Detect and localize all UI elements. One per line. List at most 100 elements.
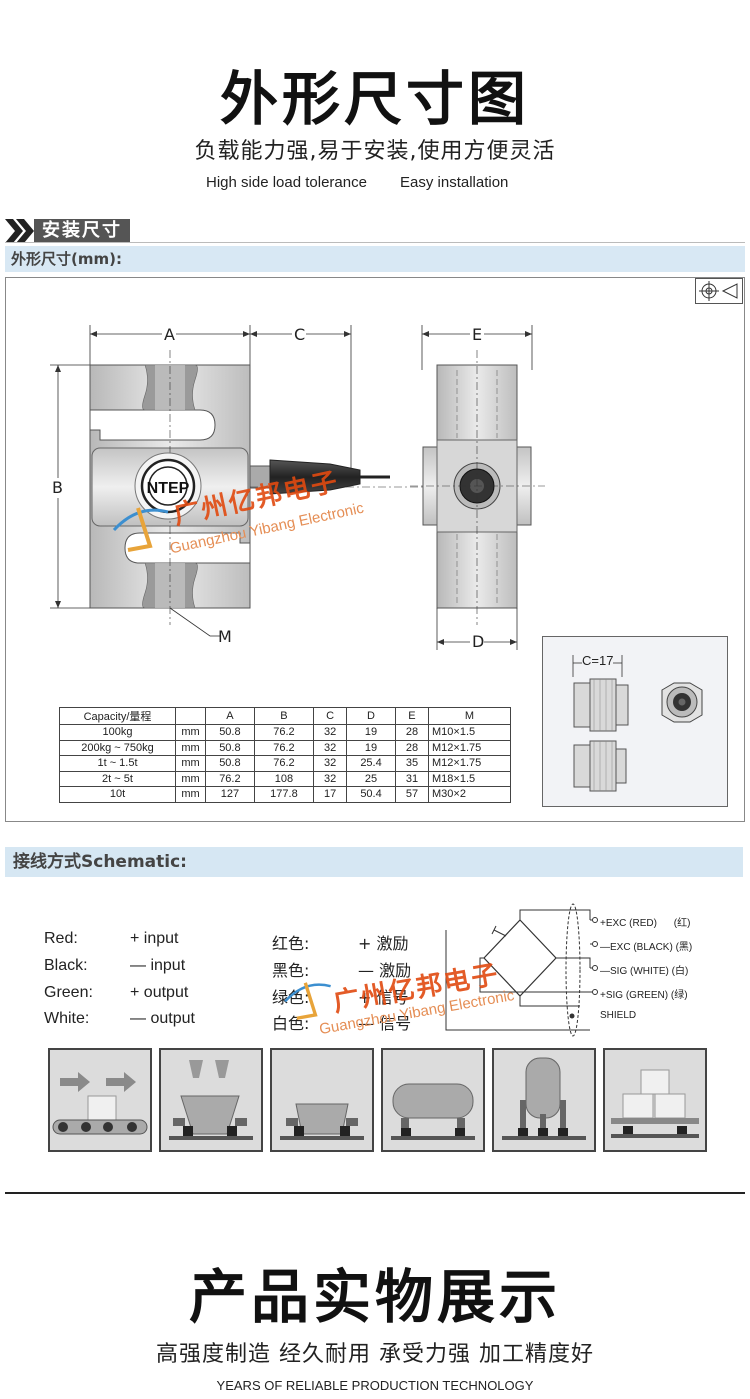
wire-sign: + bbox=[358, 988, 372, 1007]
app-conveyor-icon bbox=[48, 1048, 152, 1152]
wire-color: White bbox=[44, 1010, 85, 1027]
wire-row-en-white-func: — output bbox=[130, 1010, 195, 1028]
header-c: C bbox=[313, 707, 348, 725]
wire-sep: : bbox=[304, 1014, 310, 1033]
wire-color: Red bbox=[44, 930, 74, 947]
cell: 17 bbox=[313, 786, 348, 803]
page-title: 外形尺寸图 bbox=[219, 65, 530, 133]
wire-row-cn-white: 白色: bbox=[272, 1010, 309, 1034]
gland-dimension-label: C=17 bbox=[582, 653, 614, 668]
cell: 50.8 bbox=[205, 724, 255, 741]
cell: 31 bbox=[394, 770, 430, 787]
terminal-label: +EXC (RED) bbox=[600, 918, 657, 929]
wire-sign: + bbox=[130, 930, 140, 947]
footer-subtitle: 高强度制造 经久耐用 承受力强 加工精度好 bbox=[156, 1342, 594, 1367]
app-platform-icon bbox=[603, 1048, 707, 1152]
terminal-exc-neg: —EXC (BLACK) (黑) bbox=[600, 938, 692, 953]
cell: M10×1.5 bbox=[428, 724, 511, 741]
label-d: D bbox=[472, 632, 485, 651]
cell: mm bbox=[175, 770, 206, 787]
cell: 32 bbox=[313, 739, 348, 756]
wire-color: Black bbox=[44, 957, 84, 974]
cell: 25.4 bbox=[346, 755, 396, 772]
label-a: A bbox=[164, 325, 175, 344]
wire-row-cn-black-func: — 激励 bbox=[358, 957, 411, 981]
wire-sep: : bbox=[304, 988, 310, 1007]
schematic-band: 接线方式Schematic: bbox=[5, 847, 743, 877]
terminal-cn: (绿) bbox=[670, 990, 688, 1001]
header-e: E bbox=[394, 707, 430, 725]
wire-sep: : bbox=[304, 934, 310, 953]
header-b: B bbox=[253, 707, 315, 725]
wire-sep: : bbox=[73, 930, 78, 947]
terminal-sig-neg: —SIG (WHITE) (白) bbox=[600, 962, 688, 977]
cell: 32 bbox=[313, 770, 348, 787]
cable-gland-drawing bbox=[572, 655, 703, 792]
wire-sign: — bbox=[358, 961, 374, 980]
wire-func: 信号 bbox=[379, 1014, 412, 1033]
wire-color: 黑色 bbox=[272, 961, 305, 980]
cell: 32 bbox=[313, 755, 348, 772]
header-unit bbox=[175, 707, 206, 725]
terminal-sig-pos: +SIG (GREEN) (绿) bbox=[600, 986, 688, 1001]
label-b: B bbox=[52, 478, 63, 497]
terminal-label: —EXC (BLACK) bbox=[600, 942, 673, 953]
cell: M12×1.75 bbox=[428, 755, 511, 772]
watermark-logo-icon-2 bbox=[280, 974, 334, 1026]
cell: 50.8 bbox=[205, 739, 255, 756]
wire-row-en-red: Red: bbox=[44, 930, 78, 948]
cell: 50.4 bbox=[346, 786, 396, 803]
wire-sign: + bbox=[358, 934, 372, 953]
cell: M18×1.5 bbox=[428, 770, 511, 787]
feature-english-1: High side load tolerance bbox=[206, 174, 367, 191]
app-horizontal-tank-icon bbox=[381, 1048, 485, 1152]
wire-row-en-black-func: — input bbox=[130, 957, 185, 975]
wire-sep: : bbox=[84, 1010, 90, 1027]
cell: 76.2 bbox=[253, 755, 315, 772]
terminal-label: +SIG (GREEN) bbox=[600, 990, 669, 1001]
wire-row-en-white: White: bbox=[44, 1010, 89, 1028]
terminal-label: SHIELD bbox=[600, 1010, 637, 1021]
wire-color: Green bbox=[44, 984, 89, 1001]
header-d: D bbox=[346, 707, 396, 725]
label-c: C bbox=[294, 325, 306, 344]
wire-sign: — bbox=[358, 1014, 374, 1033]
projection-symbol-icon bbox=[695, 278, 743, 308]
cell: 1t ~ 1.5t bbox=[59, 755, 176, 772]
terminal-exc-pos: +EXC (RED) (红) bbox=[600, 914, 690, 929]
label-m: M bbox=[218, 627, 232, 646]
wire-func: output bbox=[150, 1010, 195, 1027]
wire-row-cn-white-func: — 信号 bbox=[358, 1010, 411, 1034]
cell: 28 bbox=[394, 739, 430, 756]
wire-sep: : bbox=[304, 961, 310, 980]
wire-func: 激励 bbox=[376, 934, 409, 953]
wire-sign: — bbox=[130, 1010, 146, 1027]
cell: 19 bbox=[346, 724, 396, 741]
section-tag-install: 安装尺寸 bbox=[34, 219, 130, 243]
wire-sign: — bbox=[130, 957, 146, 974]
wire-row-cn-black: 黑色: bbox=[272, 957, 309, 981]
wire-row-en-green: Green: bbox=[44, 984, 93, 1002]
cell: 200kg ~ 750kg bbox=[59, 739, 176, 756]
wire-color: 白色 bbox=[272, 1014, 305, 1033]
footer-divider bbox=[5, 1192, 745, 1194]
cell: mm bbox=[175, 739, 206, 756]
wire-row-cn-green-func: + 信号 bbox=[358, 984, 409, 1008]
cell: 25 bbox=[346, 770, 396, 787]
wire-func: input bbox=[150, 957, 186, 974]
cell: 28 bbox=[394, 724, 430, 741]
wire-sign: + bbox=[130, 984, 140, 1001]
section-chevron-icon bbox=[5, 219, 35, 247]
app-silo-icon bbox=[492, 1048, 596, 1152]
cell: mm bbox=[175, 724, 206, 741]
application-icons bbox=[48, 1048, 707, 1152]
svg-text:NTEP: NTEP bbox=[147, 480, 190, 497]
watermark-logo-icon bbox=[108, 498, 172, 558]
wire-func: output bbox=[143, 984, 189, 1001]
